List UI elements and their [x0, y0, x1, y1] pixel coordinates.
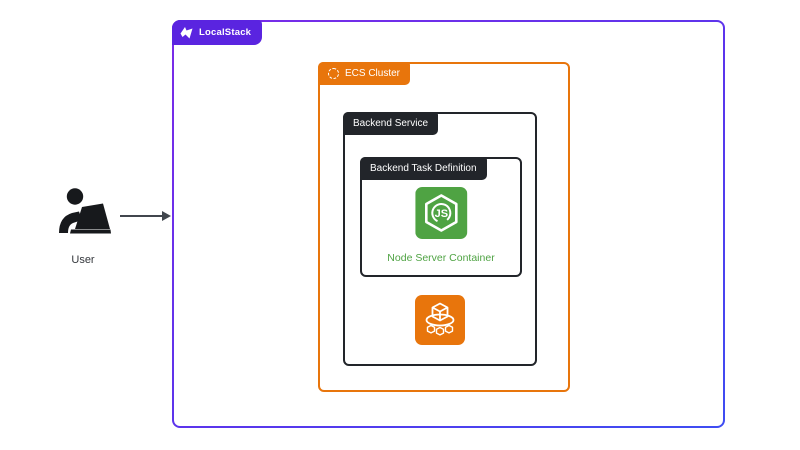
- backend-task-definition-container: Backend Task Definition JS Node: [360, 157, 522, 277]
- node-server-node: JS Node Server Container: [387, 187, 495, 264]
- localstack-label: LocalStack: [199, 27, 252, 38]
- backend-task-definition-label: Backend Task Definition: [370, 163, 477, 174]
- backend-task-definition-badge: Backend Task Definition: [360, 157, 487, 180]
- backend-service-label: Backend Service: [353, 118, 429, 129]
- nodejs-icon: JS: [414, 187, 467, 244]
- ecs-cluster-badge: ECS Cluster: [318, 62, 411, 85]
- user-node: User: [50, 187, 116, 266]
- ecs-cluster-label: ECS Cluster: [345, 68, 401, 79]
- localstack-logo-icon: [180, 26, 193, 39]
- localstack-container: LocalStack ECS Cluster Backend Service B…: [172, 20, 725, 428]
- ecs-cluster-container: ECS Cluster Backend Service Backend Task…: [318, 62, 570, 392]
- node-server-label: Node Server Container: [387, 252, 495, 264]
- backend-service-container: Backend Service Backend Task Definition: [343, 112, 537, 366]
- ecs-service-icon: [415, 295, 465, 350]
- svg-text:JS: JS: [434, 208, 447, 220]
- ecs-cluster-icon: [328, 68, 339, 79]
- user-label: User: [71, 254, 95, 266]
- localstack-badge: LocalStack: [172, 20, 263, 45]
- arrow-user-to-localstack: [120, 211, 171, 221]
- backend-service-badge: Backend Service: [343, 112, 439, 135]
- user-icon: [55, 187, 111, 242]
